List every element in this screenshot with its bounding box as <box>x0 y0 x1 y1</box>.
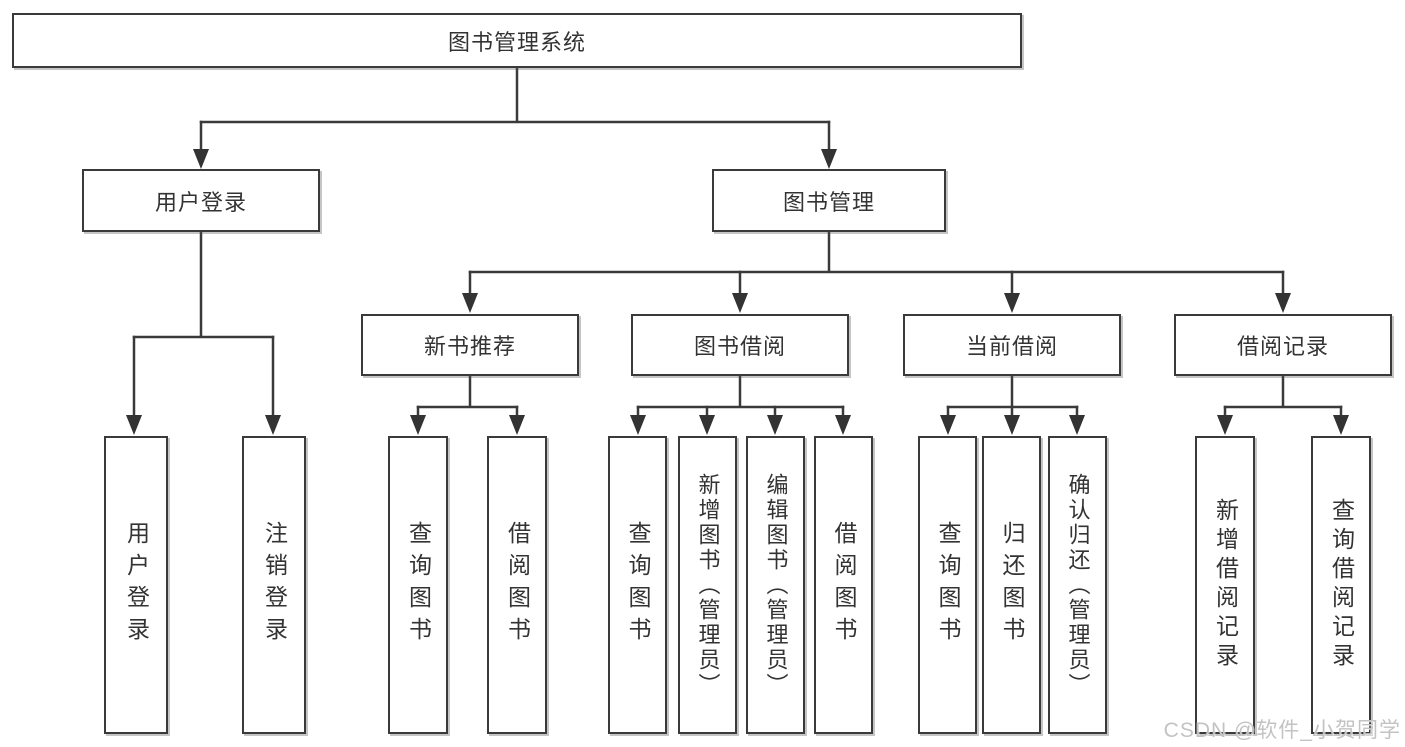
leaf-borrow-edit-book-admin: 编辑图书（管理员） <box>746 436 805 734</box>
leaf-newbooks-query-book: 查询图书 <box>388 436 448 734</box>
leaf-borrow-add-book-admin: 新增图书（管理员） <box>678 436 737 734</box>
leaf-current-return-book: 归还图书 <box>982 436 1041 734</box>
leaf-current-confirm-return-admin-label: 确认归还（管理员） <box>1065 472 1091 698</box>
node-system-root: 图书管理系统 <box>12 13 1022 68</box>
leaf-user-login: 用户登录 <box>104 436 168 734</box>
node-user-login: 用户登录 <box>82 169 320 232</box>
node-book-management-label: 图书管理 <box>782 189 875 215</box>
leaf-records-add-record: 新增借阅记录 <box>1195 436 1255 734</box>
csdn-watermark: CSDN @软件_小贺同学 <box>1163 719 1401 742</box>
node-user-login-label: 用户登录 <box>154 189 247 215</box>
leaf-borrow-add-book-admin-label: 新增图书（管理员） <box>695 472 721 698</box>
leaf-records-query-record: 查询借阅记录 <box>1311 436 1371 734</box>
node-new-book-recommend-label: 新书推荐 <box>423 334 516 359</box>
leaf-current-confirm-return-admin: 确认归还（管理员） <box>1048 436 1107 734</box>
leaf-borrow-query-book-label: 查询图书 <box>625 521 651 649</box>
node-new-book-recommend: 新书推荐 <box>361 314 579 376</box>
leaf-current-query-book: 查询图书 <box>918 436 977 734</box>
leaf-records-query-record-label: 查询借阅记录 <box>1328 498 1355 672</box>
leaf-current-query-book-label: 查询图书 <box>935 521 961 649</box>
node-borrow-records-label: 借阅记录 <box>1236 334 1329 359</box>
leaf-newbooks-query-book-label: 查询图书 <box>405 521 432 649</box>
leaf-borrow-query-book: 查询图书 <box>608 436 667 734</box>
node-current-borrow-label: 当前借阅 <box>965 334 1058 359</box>
leaf-borrow-borrow-book: 借阅图书 <box>814 436 873 734</box>
leaf-user-login-label: 用户登录 <box>123 521 150 649</box>
leaf-logout-label: 注销登录 <box>261 521 288 649</box>
leaf-newbooks-borrow-book: 借阅图书 <box>487 436 547 734</box>
leaf-newbooks-borrow-book-label: 借阅图书 <box>504 521 531 649</box>
leaf-borrow-edit-book-admin-label: 编辑图书（管理员） <box>763 472 789 698</box>
node-book-management: 图书管理 <box>712 169 946 232</box>
node-system-root-label: 图书管理系统 <box>447 29 586 55</box>
leaf-borrow-borrow-book-label: 借阅图书 <box>831 521 857 649</box>
node-current-borrow: 当前借阅 <box>903 314 1121 376</box>
leaf-records-add-record-label: 新增借阅记录 <box>1212 498 1239 672</box>
node-book-borrow-label: 图书借阅 <box>693 334 786 359</box>
node-book-borrow: 图书借阅 <box>631 314 849 376</box>
leaf-current-return-book-label: 归还图书 <box>999 521 1025 649</box>
node-borrow-records: 借阅记录 <box>1174 314 1392 376</box>
leaf-logout: 注销登录 <box>242 436 306 734</box>
